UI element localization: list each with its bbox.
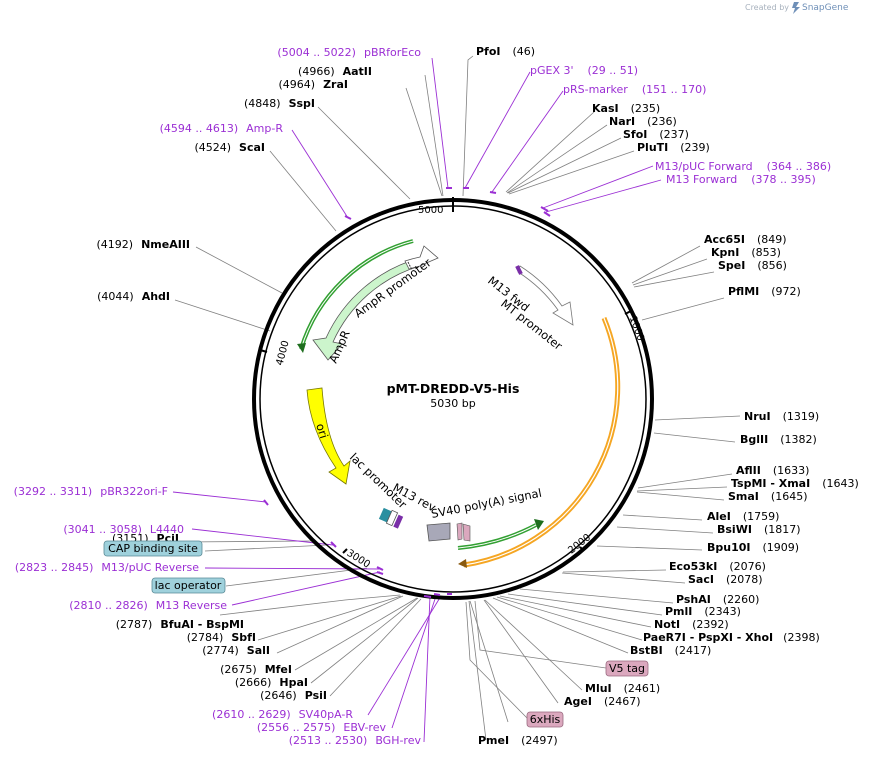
site-psii[interactable]: (2646)PsiI [260, 689, 327, 702]
primer-m13-forward[interactable]: M13 Forward(378 .. 395) [666, 173, 816, 186]
svg-text:CAP binding site: CAP binding site [108, 542, 198, 555]
site-mfei[interactable]: (2675)MfeI [220, 663, 292, 676]
primer-m13-puc-forward[interactable]: M13/pUC Forward(364 .. 386) [655, 160, 831, 173]
tick-marks [259, 197, 632, 554]
site-agei[interactable]: AgeI(2467) [564, 695, 641, 708]
plasmid-name: pMT-DREDD-V5-His [387, 381, 520, 396]
site-pmli[interactable]: PmlI(2343) [665, 605, 741, 618]
primer-pbr322ori-f[interactable]: (3292 .. 3311)pBR322ori-F [14, 485, 168, 498]
sv40-label: SV40 poly(A) signal [430, 486, 543, 521]
snapgene-brand[interactable]: SnapGene [802, 3, 849, 13]
orf-arc-core [463, 317, 619, 566]
m13-rev-mark [393, 514, 404, 529]
site-bpu10i[interactable]: Bpu10I(1909) [707, 541, 799, 554]
site-pmei[interactable]: PmeI(2497) [478, 734, 558, 747]
sv40-feature [426, 522, 451, 542]
site-saci[interactable]: SacI(2078) [688, 573, 763, 586]
sv40-green-arrowhead [534, 519, 544, 530]
site-spei[interactable]: SpeI(856) [718, 259, 787, 272]
site-mlui[interactable]: MluI(2461) [585, 682, 660, 695]
v5-tag-box[interactable]: V5 tag [605, 660, 649, 677]
ori-label: ori [313, 422, 331, 441]
site-noti[interactable]: NotI(2392) [654, 618, 729, 631]
site-pluti[interactable]: PluTI(239) [637, 141, 710, 154]
lac-feature-white [385, 509, 399, 527]
site-bglii[interactable]: BglII(1382) [740, 433, 817, 446]
site-sspi[interactable]: (4848)SspI [244, 97, 315, 110]
site-aatii[interactable]: (4966)AatII [298, 65, 372, 78]
site-pshai[interactable]: PshAI(2260) [676, 593, 759, 606]
plasmid-length: 5030 bp [430, 397, 475, 410]
site-pflmi[interactable]: PflMI(972) [728, 285, 801, 298]
site-nmeaiii[interactable]: (4192)NmeAIII [97, 238, 191, 251]
primer-prs-marker[interactable]: pRS-marker(151 .. 170) [563, 83, 706, 96]
primer-pgex3[interactable]: pGEX 3'(29 .. 51) [530, 64, 638, 77]
site-pfoi[interactable]: PfoI(46) [476, 45, 535, 58]
site-bstbi[interactable]: BstBI(2417) [630, 644, 711, 657]
site-alei[interactable]: AleI(1759) [707, 510, 779, 523]
lac-operator-box[interactable]: lac operator [151, 577, 226, 594]
site-acc65i[interactable]: Acc65I(849) [704, 233, 787, 246]
orf-arc [463, 317, 621, 568]
tick-label-4000: 4000 [275, 339, 292, 366]
primer-pbrforeco[interactable]: (5004 .. 5022)pBRforEco [277, 46, 421, 59]
site-bfuai-bspmi[interactable]: (2787)BfuAI - BspMI [116, 618, 244, 631]
svg-text:lac operator: lac operator [155, 579, 222, 592]
site-eco53ki[interactable]: Eco53kI(2076) [669, 560, 766, 573]
m13-fwd-mark [515, 265, 523, 275]
orf-arc-head [458, 559, 467, 568]
site-nari[interactable]: NarI(236) [609, 115, 677, 128]
v5-feature [456, 522, 463, 541]
site-sbfi[interactable]: (2784)SbfI [187, 631, 256, 644]
site-bsiwi[interactable]: BsiWI(1817) [717, 523, 801, 536]
primer-amp-r[interactable]: (4594 .. 4613)Amp-R [160, 122, 284, 135]
svg-text:V5 tag: V5 tag [609, 662, 645, 675]
primer-bgh-rev[interactable]: (2513 .. 2530)BGH-rev [289, 734, 422, 747]
ampr-orf-arrowhead [297, 343, 306, 353]
site-smai[interactable]: SmaI(1645) [728, 490, 807, 503]
site-sali[interactable]: (2774)SalI [202, 644, 270, 657]
site-aflii[interactable]: AflII(1633) [736, 464, 809, 477]
site-kpni[interactable]: KpnI(853) [711, 246, 781, 259]
site-nrui[interactable]: NruI(1319) [744, 410, 819, 423]
primer-ebv-rev[interactable]: (2556 .. 2575)EBV-rev [257, 721, 387, 734]
site-ahdi[interactable]: (4044)AhdI [97, 290, 170, 303]
snapgene-logo-icon [792, 2, 800, 14]
primer-marks [263, 187, 551, 598]
tick-label-1000: 1000 [627, 315, 646, 343]
site-tspmi-xmai[interactable]: TspMI - XmaI(1643) [731, 477, 859, 490]
ori-feature [306, 387, 351, 485]
mt-promoter-feature [517, 265, 574, 326]
site-sfoi[interactable]: SfoI(237) [623, 128, 689, 141]
ampr-promoter-feature [404, 245, 439, 270]
primer-leaders [172, 57, 662, 743]
site-hpai[interactable]: (2666)HpaI [235, 676, 308, 689]
leader-lines [174, 55, 741, 741]
svg-text:6xHis: 6xHis [530, 713, 561, 726]
6xhis-box[interactable]: 6xHis [526, 711, 564, 728]
primer-l4440[interactable]: (3041 .. 3058)L4440 [63, 523, 184, 536]
tick-label-5000: 5000 [418, 205, 443, 216]
primer-m13-reverse[interactable]: (2810 .. 2826)M13 Reverse [69, 599, 227, 612]
primer-sv40pa-r[interactable]: (2610 .. 2629)SV40pA-R [212, 708, 353, 721]
site-zrai[interactable]: (4964)ZraI [279, 78, 349, 91]
credit-text: Created by [745, 3, 789, 12]
his-feature [462, 523, 471, 542]
site-scai[interactable]: (4524)ScaI [194, 141, 265, 154]
primer-m13-puc-reverse[interactable]: (2823 .. 2845)M13/pUC Reverse [15, 561, 199, 574]
site-paer7i-pspxi-xhoi[interactable]: PaeR7I - PspXI - XhoI(2398) [643, 631, 820, 644]
lac-promoter-label: lac promoter [347, 450, 410, 511]
cap-binding-site-box[interactable]: CAP binding site [103, 540, 203, 557]
site-kasi[interactable]: KasI(235) [592, 102, 660, 115]
